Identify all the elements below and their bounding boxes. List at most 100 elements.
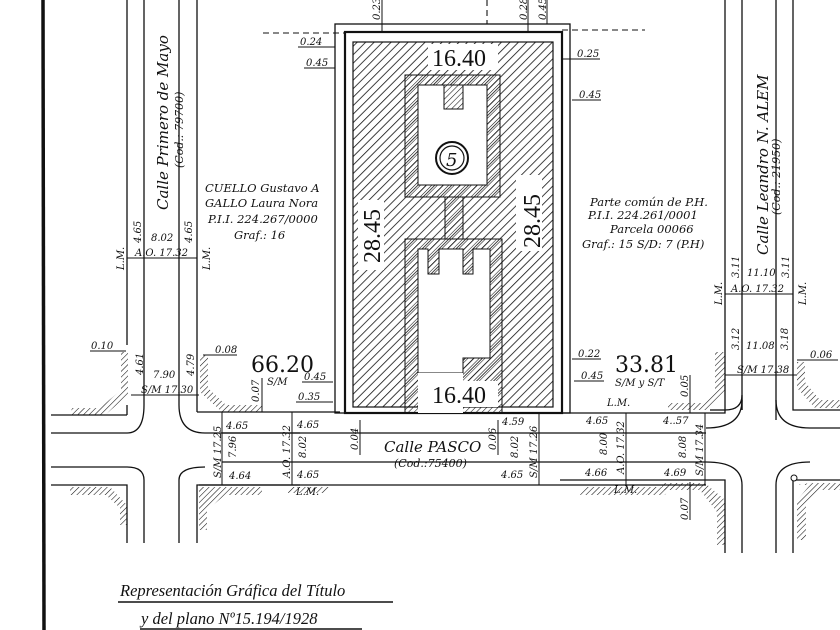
dim-pasco-east-sm: S/M 17.34 [695, 424, 706, 476]
dim-int-left-790: 7.90 [153, 370, 176, 381]
dim-pasco-mid-bottom: 4.65 [500, 470, 523, 481]
dim-top-028: 0.28 [519, 0, 530, 20]
lot-width-bottom: 16.40 [432, 383, 486, 409]
dim-right-sw1: 3.11 [731, 256, 742, 278]
dim-pasco-ao-left: A.O. 17.32 [282, 425, 293, 479]
dim-right-ao: A.O. 17.32 [730, 284, 784, 295]
dim-pasco-seg-top: 4.65 [585, 416, 608, 427]
dim-int-right-318: 3.18 [780, 328, 791, 350]
lm-pasco-right-top: L.M. [606, 398, 630, 409]
dim-int-right-1108: 11.08 [746, 341, 775, 352]
dim-right-022: 0.22 [578, 349, 600, 360]
building-lower-room [417, 248, 491, 374]
dim-left-045: 0.45 [306, 58, 328, 69]
dim-corner-006: 0.06 [810, 350, 833, 361]
dim-pasco-east-top: 4..57 [662, 416, 689, 427]
dim-right-045b: 0.45 [581, 371, 603, 382]
dim-left-sw1: 4.65 [133, 221, 144, 244]
dim-int-left-479: 4.79 [186, 353, 197, 377]
distance-right-corner: 33.81 [615, 353, 678, 378]
dim-right-road: 11.10 [747, 268, 776, 279]
label-bg-top [428, 44, 498, 70]
building-upper-chimney [443, 84, 464, 110]
lot-number-circle-outer [435, 141, 469, 175]
dim-pasco-west-sm: S/M 17.25 [213, 426, 224, 478]
lot-depth-left: 28.45 [360, 209, 386, 263]
distance-left-corner: 66.20 [251, 353, 314, 378]
dim-corner-008: 0.08 [215, 345, 237, 356]
street-primero-de-mayo [126, 0, 198, 412]
lot-depth-right: 28.45 [520, 194, 546, 248]
lm-left-1: L.M. [116, 247, 127, 271]
dim-top-023: 0.23 [372, 0, 383, 20]
neighbor-right-line1: Parte común de P.H. [589, 195, 708, 209]
plan-title-line2: y del plano Nº15.194/1928 [139, 609, 318, 628]
dim-pasco-east-bottom: 4.69 [663, 468, 687, 479]
street-code-bottom: (Cod.:75400) [394, 457, 467, 470]
dim-corner-007b: 0.07 [680, 497, 691, 520]
dim-pasco-mid-top: 4.59 [501, 417, 525, 428]
dim-left-sw2: 4.65 [184, 221, 195, 244]
dim-pasco-mid-sm: S/M 17.26 [529, 425, 540, 478]
dim-int-right-sm: S/M 17.38 [737, 365, 789, 376]
page-border-line [41, 0, 46, 630]
dim-pasco-west-bottom: 4.64 [228, 471, 251, 482]
dim-int-left-sm: S/M 17.30 [141, 385, 194, 396]
intersection-left [51, 352, 340, 543]
lm-pasco-left: L.M. [295, 487, 319, 498]
neighbor-left-line1: CUELLO Gustavo A [205, 181, 320, 195]
dim-pasco-mid-road: 8.02 [510, 436, 521, 458]
lot-number: 5 [446, 150, 457, 171]
dim-pasco-west-top: 4.65 [225, 421, 248, 432]
dim-int-left-461: 4.61 [135, 353, 146, 376]
dim-pasco-ao-left-top: 4.65 [296, 420, 319, 431]
intersection-right [560, 352, 840, 553]
lm-right-1: L.M. [714, 282, 725, 306]
neighbor-right-line4: Graf.: 15 S/D: 7 (P.H) [582, 237, 704, 251]
lot-number-circle-inner [439, 145, 465, 171]
lm-pasco-right-bottom: L.M. [613, 485, 637, 496]
street-name-left: Calle Primero de Mayo [154, 35, 172, 210]
dim-left-road: 8.02 [151, 233, 173, 244]
dim-pasco-ao-left-bottom: 4.65 [296, 470, 319, 481]
dim-right-025: 0.25 [577, 49, 599, 60]
dim-left-ao: A.O. 17.32 [134, 248, 188, 259]
street-code-right: (Cod.: 21950) [770, 139, 783, 215]
street-pasco [199, 412, 706, 495]
neighbor-left-line2: GALLO Laura Nora [205, 196, 318, 210]
label-bg-bottom [428, 381, 498, 407]
label-bg-right [516, 175, 542, 251]
dim-pasco-ao-right: A.O. 17.32 [616, 421, 627, 475]
dim-pasco-east-road: 8.08 [678, 436, 689, 458]
street-name-bottom: Calle PASCO [384, 438, 481, 456]
dim-top-045: 0.45 [538, 0, 549, 20]
street-leandro-alem [724, 0, 797, 420]
dim-left-045b: 0.45 [304, 372, 326, 383]
street-code-left: (Cod.: 79700) [173, 92, 186, 168]
dim-right-045: 0.45 [579, 90, 601, 101]
distance-left-note: S/M [267, 377, 288, 388]
dim-left-024: 0.24 [300, 37, 322, 48]
dim-corner-010: 0.10 [91, 341, 114, 352]
neighbor-right-line2: P.I.I. 224.261/0001 [587, 208, 698, 222]
street-name-right: Calle Leandro N. ALEM [754, 74, 772, 255]
dim-pasco-004: 0.04 [350, 428, 361, 450]
dim-left-035: 0.35 [298, 392, 320, 403]
lm-right-2: L.M. [798, 282, 809, 306]
dim-corner-007: 0.07 [251, 379, 262, 402]
neighbor-left-line4: Graf.: 16 [234, 228, 285, 242]
dim-pasco-west-road: 7.96 [228, 435, 239, 458]
neighbor-right-line3: Parcela 00066 [609, 222, 694, 236]
dim-corner-005: 0.05 [680, 375, 691, 397]
building-corridor [444, 196, 464, 240]
dim-pasco-ao-left-road: 8.02 [298, 436, 309, 458]
dim-pasco-006: 0.06 [488, 427, 499, 450]
dim-int-right-312: 3.12 [731, 328, 742, 350]
lm-left-2: L.M. [202, 247, 213, 271]
dim-right-sw2: 3.11 [781, 256, 792, 278]
neighbor-left-line3: P.I.I. 224.267/0000 [207, 212, 318, 226]
dim-pasco-ao-right-road: 8.00 [599, 432, 610, 455]
plan-title-line1: Representación Gráfica del Título [119, 581, 345, 600]
dim-pasco-seg-bottom: 4.66 [584, 468, 608, 479]
